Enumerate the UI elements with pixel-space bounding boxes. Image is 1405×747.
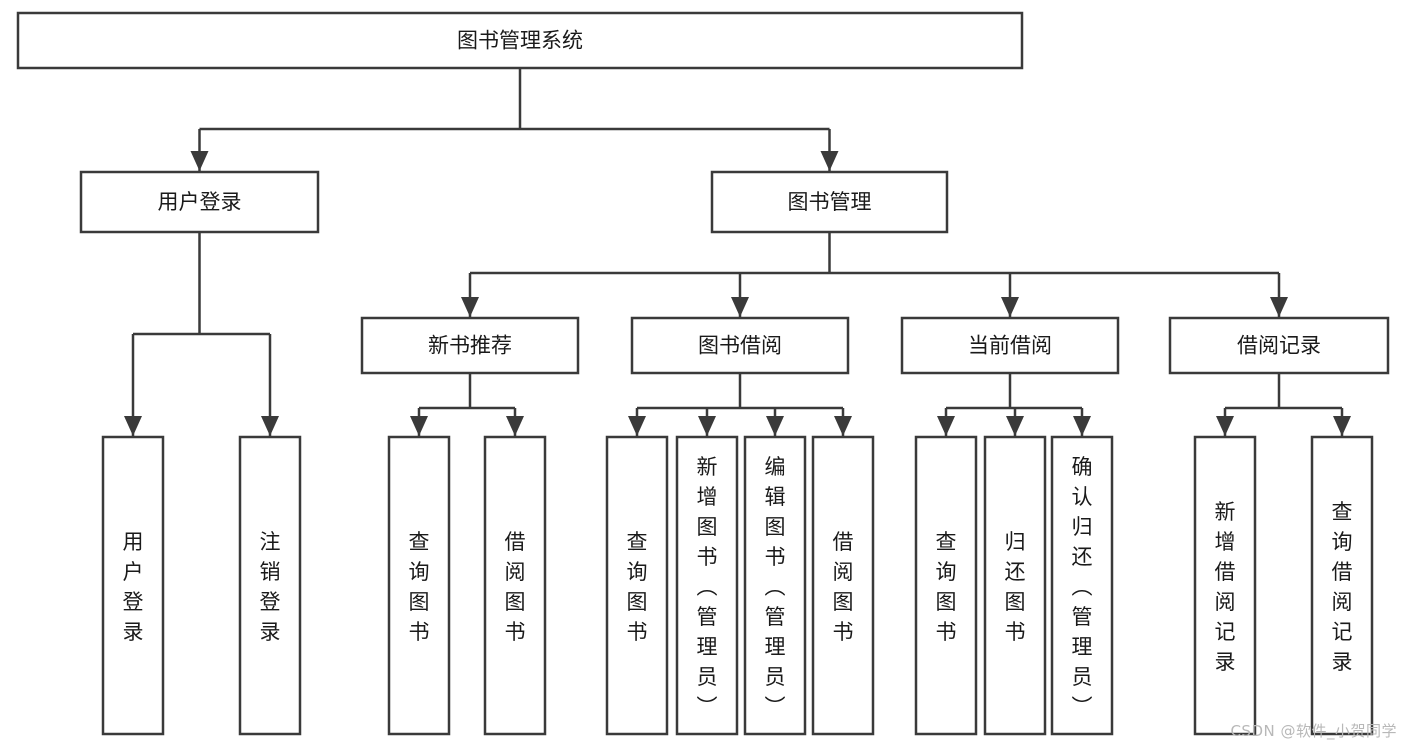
node-box-outline: [238, 435, 302, 736]
arrow-head-icon: [1216, 416, 1234, 436]
node-box-outline: [1193, 435, 1257, 736]
node-label: 查询借阅记录: [1332, 500, 1353, 674]
node-branch-借阅记录-5[interactable]: 借阅记录: [1168, 316, 1390, 375]
csdn-watermark: CSDN @软件_小贺同学: [1230, 722, 1397, 740]
node-leaf-查询图书-4[interactable]: 查询图书: [605, 435, 669, 736]
node-label: 注销登录: [260, 530, 281, 644]
node-label: 用户登录: [123, 530, 144, 644]
arrow-head-icon: [937, 416, 955, 436]
node-label: 借阅记录: [1237, 334, 1321, 358]
arrow-head-icon: [820, 151, 839, 171]
node-leaf-查询图书-2[interactable]: 查询图书: [387, 435, 451, 736]
node-leaf-编辑图书管理员-6[interactable]: 编辑图书︵管理员︶: [743, 435, 807, 736]
arrow-head-icon: [461, 297, 479, 317]
node-branch-当前借阅-4[interactable]: 当前借阅: [900, 316, 1120, 375]
arrow-head-icon: [410, 416, 428, 436]
node-label: 借阅图书: [833, 530, 854, 644]
arrow-head-icon: [190, 151, 209, 171]
node-branch-图书借阅-3[interactable]: 图书借阅: [630, 316, 850, 375]
node-box-outline: [710, 170, 949, 234]
node-branch-用户登录-0[interactable]: 用户登录: [79, 170, 320, 234]
node-box-outline: [983, 435, 1047, 736]
arrow-head-icon: [698, 416, 716, 436]
node-label: 借阅图书: [505, 530, 526, 644]
node-label: 图书管理: [788, 190, 872, 214]
node-branch-新书推荐-2[interactable]: 新书推荐: [360, 316, 580, 375]
arrow-head-icon: [124, 416, 142, 436]
arrow-head-icon: [1270, 297, 1288, 317]
connector-layer: [124, 68, 1351, 436]
node-box-outline: [811, 435, 875, 736]
node-label: 当前借阅: [968, 334, 1052, 358]
node-box-outline: [675, 435, 739, 736]
node-leaf-归还图书-9[interactable]: 归还图书: [983, 435, 1047, 736]
node-branch-图书管理-1[interactable]: 图书管理: [710, 170, 949, 234]
node-leaf-借阅图书-3[interactable]: 借阅图书: [483, 435, 547, 736]
arrow-head-icon: [1006, 416, 1024, 436]
node-leaf-用户登录-0[interactable]: 用户登录: [101, 435, 165, 736]
node-leaf-注销登录-1[interactable]: 注销登录: [238, 435, 302, 736]
node-label: 新增图书︵管理员︶: [697, 455, 718, 719]
node-leaf-借阅图书-7[interactable]: 借阅图书: [811, 435, 875, 736]
node-label: 归还图书: [1005, 530, 1026, 644]
arrow-head-icon: [1001, 297, 1019, 317]
node-leaf-查询借阅记录-12[interactable]: 查询借阅记录: [1310, 435, 1374, 736]
node-label: 用户登录: [158, 190, 242, 214]
node-label: 确认归还︵管理员︶: [1072, 455, 1093, 719]
node-box-outline: [1310, 435, 1374, 736]
node-leaf-确认归还管理员-10[interactable]: 确认归还︵管理员︶: [1050, 435, 1114, 736]
node-label: 图书借阅: [698, 334, 782, 358]
node-label: 查询图书: [936, 530, 957, 644]
arrow-head-icon: [506, 416, 524, 436]
node-leaf-新增图书管理员-5[interactable]: 新增图书︵管理员︶: [675, 435, 739, 736]
node-box-outline: [1050, 435, 1114, 736]
node-leaf-新增借阅记录-11[interactable]: 新增借阅记录: [1193, 435, 1257, 736]
arrow-head-icon: [731, 297, 749, 317]
node-label: 新书推荐: [428, 334, 512, 358]
node-box-outline: [16, 11, 1024, 70]
node-label: 查询图书: [409, 530, 430, 644]
arrow-head-icon: [1073, 416, 1091, 436]
node-box-outline: [483, 435, 547, 736]
node-root-图书管理系统-0[interactable]: 图书管理系统: [16, 11, 1024, 70]
node-label: 图书管理系统: [457, 29, 583, 53]
node-box-outline: [605, 435, 669, 736]
node-box-outline: [743, 435, 807, 736]
node-box-outline: [914, 435, 978, 736]
node-label: 查询图书: [627, 530, 648, 644]
node-box-outline: [387, 435, 451, 736]
arrow-head-icon: [1333, 416, 1351, 436]
node-box-outline: [360, 316, 580, 375]
node-box-outline: [900, 316, 1120, 375]
node-label: 新增借阅记录: [1215, 500, 1236, 674]
node-leaf-查询图书-8[interactable]: 查询图书: [914, 435, 978, 736]
arrow-head-icon: [766, 416, 784, 436]
arrow-head-icon: [628, 416, 646, 436]
node-layer: 图书管理系统用户登录图书管理新书推荐图书借阅当前借阅借阅记录用户登录注销登录查询…: [16, 11, 1390, 736]
node-box-outline: [101, 435, 165, 736]
node-label: 编辑图书︵管理员︶: [765, 455, 786, 719]
node-box-outline: [79, 170, 320, 234]
node-box-outline: [1168, 316, 1390, 375]
node-box-outline: [630, 316, 850, 375]
arrow-head-icon: [261, 416, 279, 436]
arrow-head-icon: [834, 416, 852, 436]
